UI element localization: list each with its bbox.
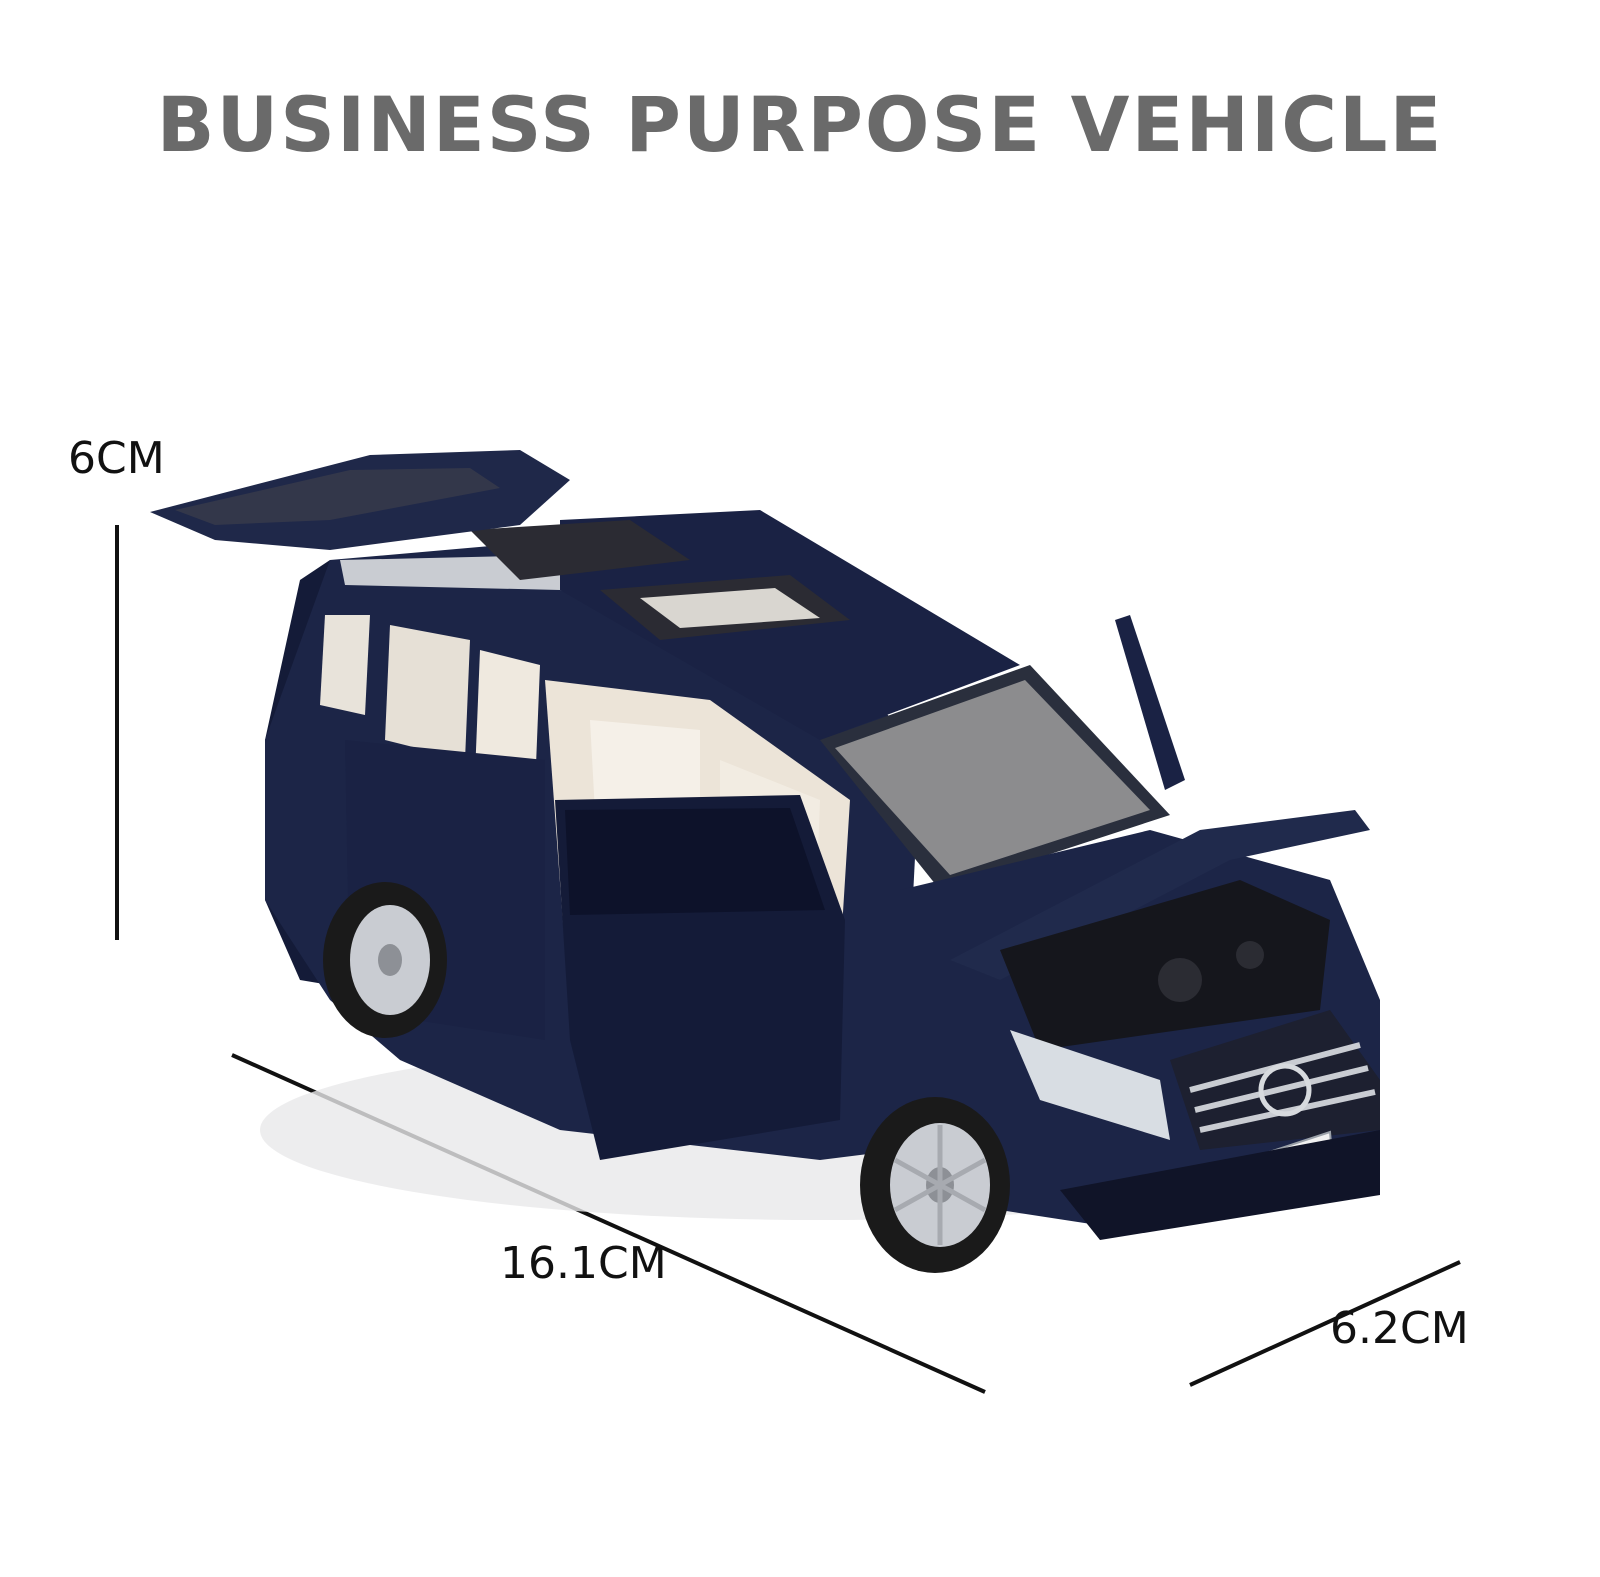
length-dimension-label: 16.1CM (500, 1238, 667, 1289)
page-title: BUSINESS PURPOSE VEHICLE (156, 80, 1444, 169)
height-dimension-label: 6CM (68, 433, 165, 484)
front-wheel (860, 1097, 1010, 1273)
emblem-icon (1258, 1063, 1312, 1117)
van-illustration: 66065 (150, 450, 1380, 1273)
rear-wheel (323, 882, 447, 1038)
width-dimension-line (1189, 1260, 1461, 1387)
